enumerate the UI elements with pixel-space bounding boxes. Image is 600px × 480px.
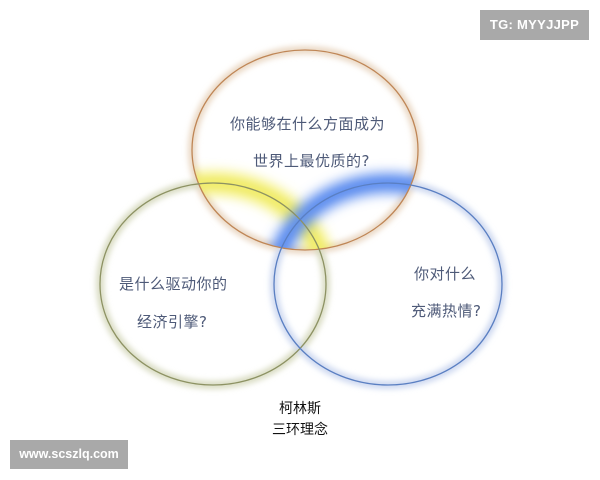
right-circle-text-line2: 充满热情? (411, 302, 482, 320)
right-circle (273, 182, 503, 386)
top-circle-text-line2: 世界上最优质的? (253, 152, 370, 170)
watermark-tag: TG: MYYJJPP (480, 10, 589, 40)
watermark-site: www.scszlq.com (10, 440, 128, 469)
right-circle-text-line1: 你对什么 (414, 265, 477, 283)
diagram-title-line1: 柯林斯 (279, 401, 321, 417)
left-circle (99, 182, 327, 386)
diagram-title-line2: 三环理念 (272, 422, 328, 438)
top-circle (191, 49, 419, 251)
top-circle-text-line1: 你能够在什么方面成为 (230, 115, 386, 133)
left-circle-text-line2: 经济引擎? (137, 313, 208, 331)
left-circle-text-line1: 是什么驱动你的 (119, 275, 228, 293)
